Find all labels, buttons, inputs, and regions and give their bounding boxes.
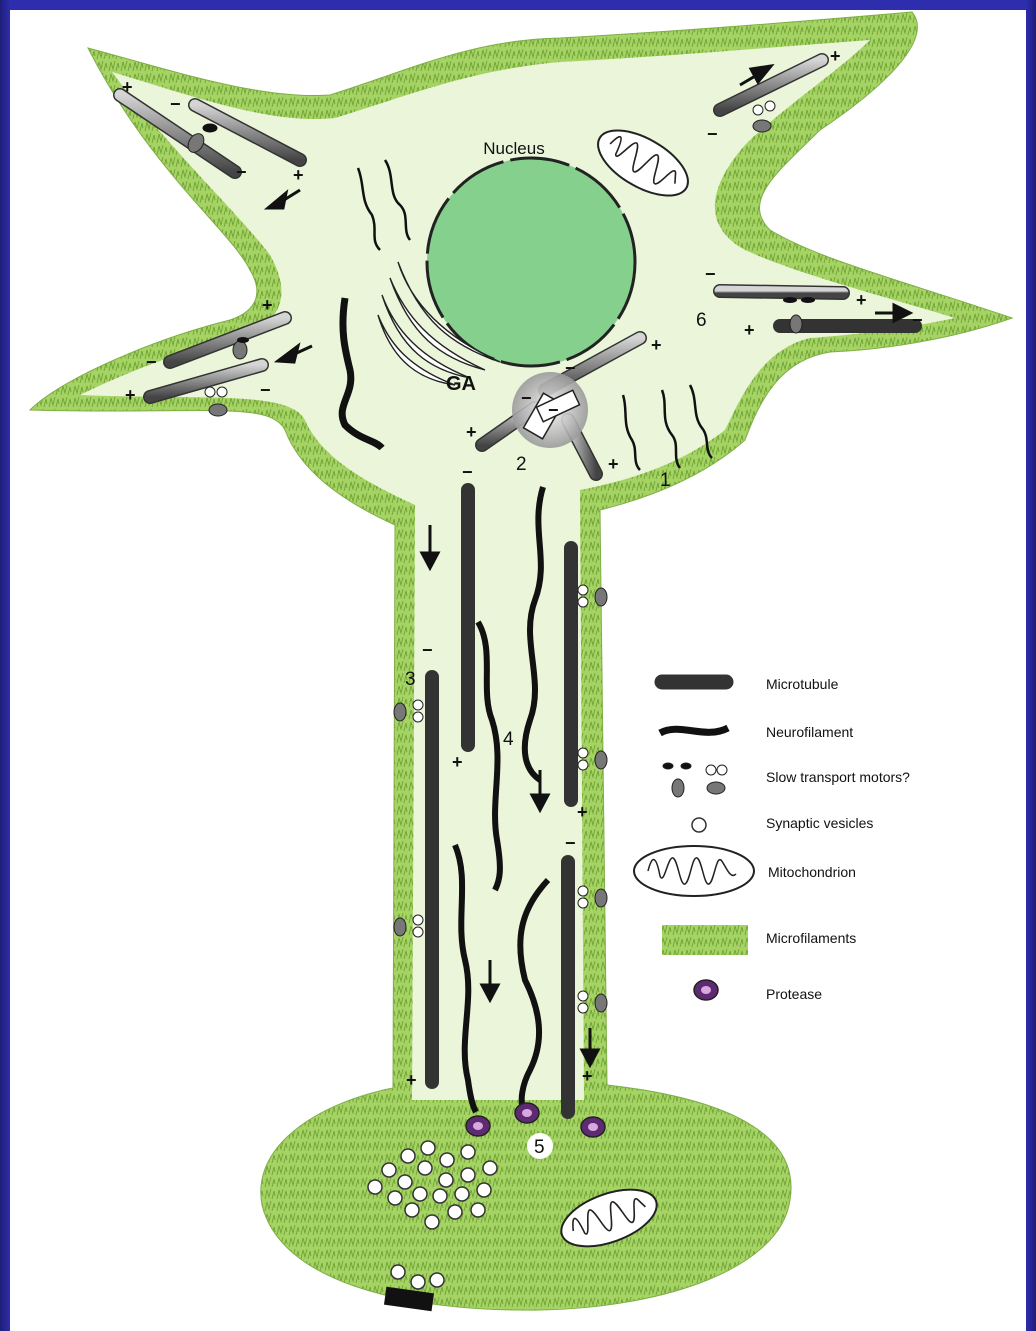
legend: Microtubule Neurofilament Slow transport…	[634, 676, 910, 1002]
svg-text:−: −	[707, 124, 718, 144]
svg-text:−: −	[521, 388, 532, 408]
legend-label-microtubule: Microtubule	[766, 676, 839, 692]
legend-label-vesicle: Synaptic vesicles	[766, 815, 873, 831]
legend-item-motor: Slow transport motors?	[663, 763, 910, 797]
svg-text:−: −	[462, 462, 473, 482]
svg-text:−: −	[565, 833, 576, 853]
legend-item-mitochondrion: Mitochondrion	[634, 846, 856, 896]
svg-text:−: −	[912, 310, 923, 330]
svg-text:+: +	[651, 335, 662, 355]
legend-item-neurofilament: Neurofilament	[660, 724, 853, 740]
svg-text:+: +	[262, 295, 273, 315]
svg-text:+: +	[125, 385, 136, 405]
legend-label-protease: Protease	[766, 986, 822, 1002]
svg-text:+: +	[582, 1066, 593, 1086]
svg-text:−: −	[548, 400, 559, 420]
legend-label-neurofilament: Neurofilament	[766, 724, 853, 740]
svg-text:+: +	[122, 77, 133, 97]
svg-text:+: +	[608, 454, 619, 474]
golgi-label: GA	[446, 373, 476, 395]
svg-text:+: +	[466, 422, 477, 442]
svg-text:−: −	[170, 94, 181, 114]
svg-text:+: +	[406, 1070, 417, 1090]
legend-item-vesicle: Synaptic vesicles	[692, 815, 873, 832]
svg-text:−: −	[260, 380, 271, 400]
svg-text:−: −	[705, 264, 716, 284]
svg-text:−: −	[565, 358, 576, 378]
label-3: 3	[405, 669, 416, 690]
legend-item-microtubule: Microtubule	[662, 676, 839, 692]
nucleus	[427, 158, 635, 366]
svg-text:+: +	[856, 290, 867, 310]
svg-text:+: +	[830, 46, 841, 66]
legend-item-microfilament: Microfilaments	[662, 925, 856, 955]
label-5: 5	[534, 1137, 545, 1158]
legend-label-motor: Slow transport motors?	[766, 769, 910, 785]
label-4: 4	[503, 729, 514, 750]
svg-text:+: +	[744, 320, 755, 340]
svg-text:−: −	[146, 352, 157, 372]
legend-label-mitochondrion: Mitochondrion	[768, 864, 856, 880]
legend-item-protease: Protease	[694, 980, 822, 1002]
label-2: 2	[516, 454, 527, 475]
label-6: 6	[696, 310, 707, 331]
svg-text:+: +	[577, 802, 588, 822]
svg-text:+: +	[293, 165, 304, 185]
svg-text:+: +	[452, 752, 463, 772]
nucleus-label: Nucleus	[483, 139, 544, 158]
svg-text:−: −	[422, 640, 433, 660]
svg-text:−: −	[236, 162, 247, 182]
label-1: 1	[660, 470, 671, 491]
legend-label-microfilament: Microfilaments	[766, 930, 856, 946]
